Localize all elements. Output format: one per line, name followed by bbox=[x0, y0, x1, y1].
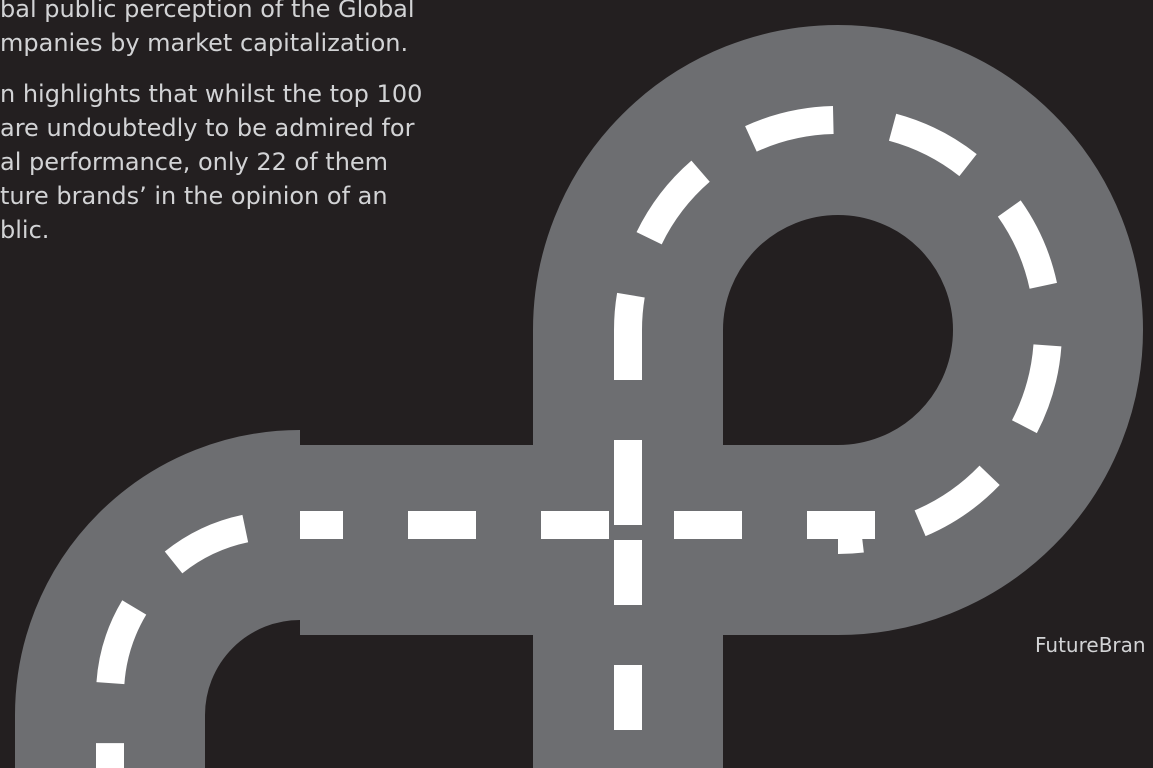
findings-line: blic. bbox=[0, 216, 50, 244]
intro-line: mpanies by market capitalization. bbox=[0, 29, 409, 57]
findings-line: al performance, only 22 of them bbox=[0, 148, 389, 176]
findings-line: are undoubtedly to be admired for bbox=[0, 114, 415, 142]
loop-dashes bbox=[614, 106, 1062, 554]
intro-line: bal public perception of the Global bbox=[0, 0, 415, 23]
findings-line: n highlights that whilst the top 100 bbox=[0, 80, 423, 108]
lower-curve-dashes bbox=[96, 511, 281, 768]
footer-brand-label: FutureBran bbox=[1035, 633, 1146, 657]
findings-paragraph: n highlights that whilst the top 100 are… bbox=[0, 77, 422, 247]
intro-paragraph: bal public perception of the Global mpan… bbox=[0, 0, 415, 60]
road-lower-curve bbox=[14, 430, 303, 768]
findings-line: ture brands’ in the opinion of an bbox=[0, 182, 388, 210]
road-markings bbox=[96, 106, 1062, 768]
